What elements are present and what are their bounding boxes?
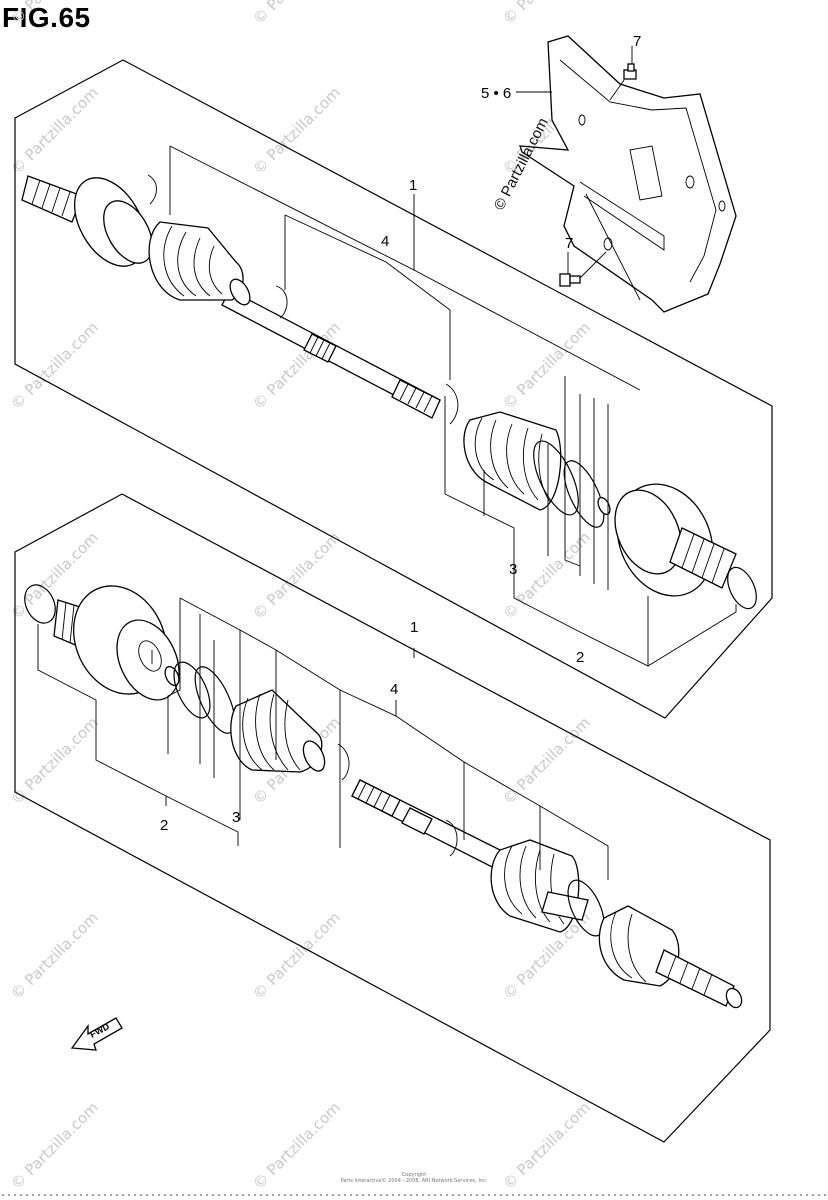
shaft-bracket-part [516, 35, 737, 313]
callout-2-lower: 2 [160, 817, 168, 834]
upper-shaft-assembly [14, 59, 773, 719]
upper-outer-cv-joint [21, 174, 157, 267]
callout-2-upper: 2 [576, 649, 584, 666]
upper-snap-ring-small [597, 496, 611, 516]
bottom-dotted-rule [0, 1193, 828, 1197]
lower-snap-ring-small [164, 665, 180, 687]
upper-boot-clamp-large [533, 440, 579, 516]
upper-inner-boot [445, 383, 562, 511]
upper-halfshaft [221, 289, 441, 419]
leader-4-lower [339, 689, 397, 717]
lower-frame [14, 493, 771, 1143]
lower-outer-cv-joint [598, 905, 743, 1009]
lower-inner-boot [230, 689, 326, 773]
upper-circlip [727, 566, 757, 610]
figure-title: FIG.65 [2, 2, 91, 33]
callout-4-upper: 4 [381, 233, 389, 250]
callout-4-lower: 4 [390, 681, 398, 698]
upper-boot-clamp-band [563, 460, 605, 528]
leader-3-upper [444, 396, 581, 633]
copyright-footer: Copyright Parts Interactive© 2004 - 2008… [0, 1172, 828, 1184]
upper-outer-boot [148, 221, 288, 319]
callout-1-upper: 1 [409, 177, 417, 194]
copyright-line-1: Copyright [401, 1172, 427, 1178]
upper-inner-cv-joint [614, 483, 737, 597]
lower-circlip [24, 584, 56, 624]
arrow-forward-icon: FWD [70, 1017, 123, 1051]
upper-frame [14, 59, 773, 719]
copyright-line-2: Parts Interactive© 2004 - 2008, ARI Netw… [340, 1178, 488, 1184]
callout-3-upper: 3 [509, 561, 517, 578]
leader-2-3-lower [37, 624, 239, 846]
lower-shaft-assembly [14, 493, 771, 1143]
callout-1-lower: 1 [410, 619, 418, 636]
callout-3-lower: 3 [232, 809, 240, 826]
bracket-bolt-bottom [559, 251, 607, 287]
lower-inner-cv-joint [53, 585, 180, 701]
lower-outer-boot [490, 839, 589, 933]
callout-7-bottom: 7 [565, 235, 573, 252]
callout-5-6: 5 • 6 [481, 85, 511, 102]
leader-2-upper [579, 596, 649, 667]
bracket-bolt-top [609, 46, 637, 101]
leader-4-upper [284, 214, 451, 380]
lower-boot-clamp-band [173, 661, 211, 719]
callout-7-top: 7 [633, 33, 641, 50]
lower-clamp-small [337, 743, 350, 781]
